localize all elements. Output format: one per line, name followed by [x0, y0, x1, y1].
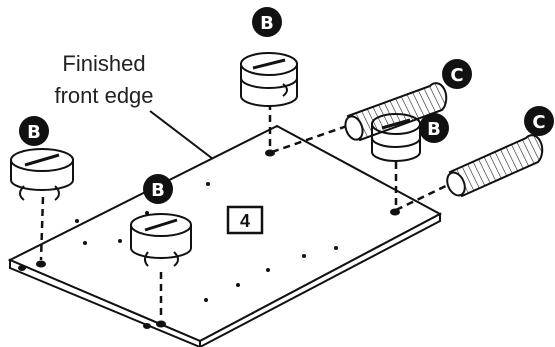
badge-letter: B [260, 13, 274, 34]
guide-line [39, 196, 45, 261]
step-box-frame [226, 205, 264, 235]
badge-circle [524, 106, 554, 136]
badge-circle [143, 174, 173, 204]
panel-top-face [7, 124, 443, 343]
badge-letter: B [27, 122, 41, 143]
shelf-pin-hole [236, 283, 240, 287]
shelf-pin-hole [206, 182, 210, 186]
badge-circle [19, 116, 49, 146]
badge-letter: B [427, 119, 441, 140]
cam-lock-left [10, 148, 74, 201]
step-number: 4 [240, 211, 250, 231]
badge-letter: B [151, 180, 165, 201]
badge-circle [419, 113, 449, 143]
cam-lock-top [240, 52, 298, 107]
shelf-pin-hole [334, 246, 338, 250]
shelf-pin-hole [75, 219, 79, 223]
callout-line-1: Finished [62, 51, 145, 76]
dowel-upper [344, 82, 448, 142]
panel-side-edge [199, 212, 441, 347]
cam-hole [36, 260, 46, 268]
badge-letter: C [532, 112, 545, 133]
edge-hole [18, 265, 26, 271]
part-b-badge-right: B [419, 113, 449, 143]
panel-front-edge [9, 258, 201, 347]
cam-lock-center [130, 213, 192, 267]
callout-leader-line [149, 110, 214, 160]
shelf-pin-hole [204, 298, 208, 302]
cam-hole [156, 320, 166, 328]
callout-line-2: front edge [54, 83, 153, 108]
part-c-badge-upper: C [442, 59, 472, 89]
edge-hole [143, 323, 151, 329]
badge-circle [442, 59, 472, 89]
step-number-box: 4 [226, 205, 264, 235]
panel: 4 [7, 124, 443, 347]
dowel-lower [446, 134, 544, 198]
shelf-pin-hole [302, 254, 306, 258]
guide-lines [39, 103, 451, 320]
dowel-guide-line [271, 124, 348, 154]
part-c-badge-lower: C [524, 106, 554, 136]
dowel-guide-line [395, 182, 451, 212]
badge-circle [252, 7, 282, 37]
shelf-pin-hole [83, 241, 87, 245]
finished-front-edge-callout: Finished front edge [54, 51, 214, 160]
badge-letter: C [450, 65, 463, 86]
shelf-pin-hole [145, 211, 149, 215]
part-b-badge-top: B [252, 7, 282, 37]
part-b-badge-left: B [19, 116, 49, 146]
shelf-pin-hole [118, 239, 122, 243]
part-b-badge-center: B [143, 174, 173, 204]
shelf-pin-hole [266, 268, 270, 272]
